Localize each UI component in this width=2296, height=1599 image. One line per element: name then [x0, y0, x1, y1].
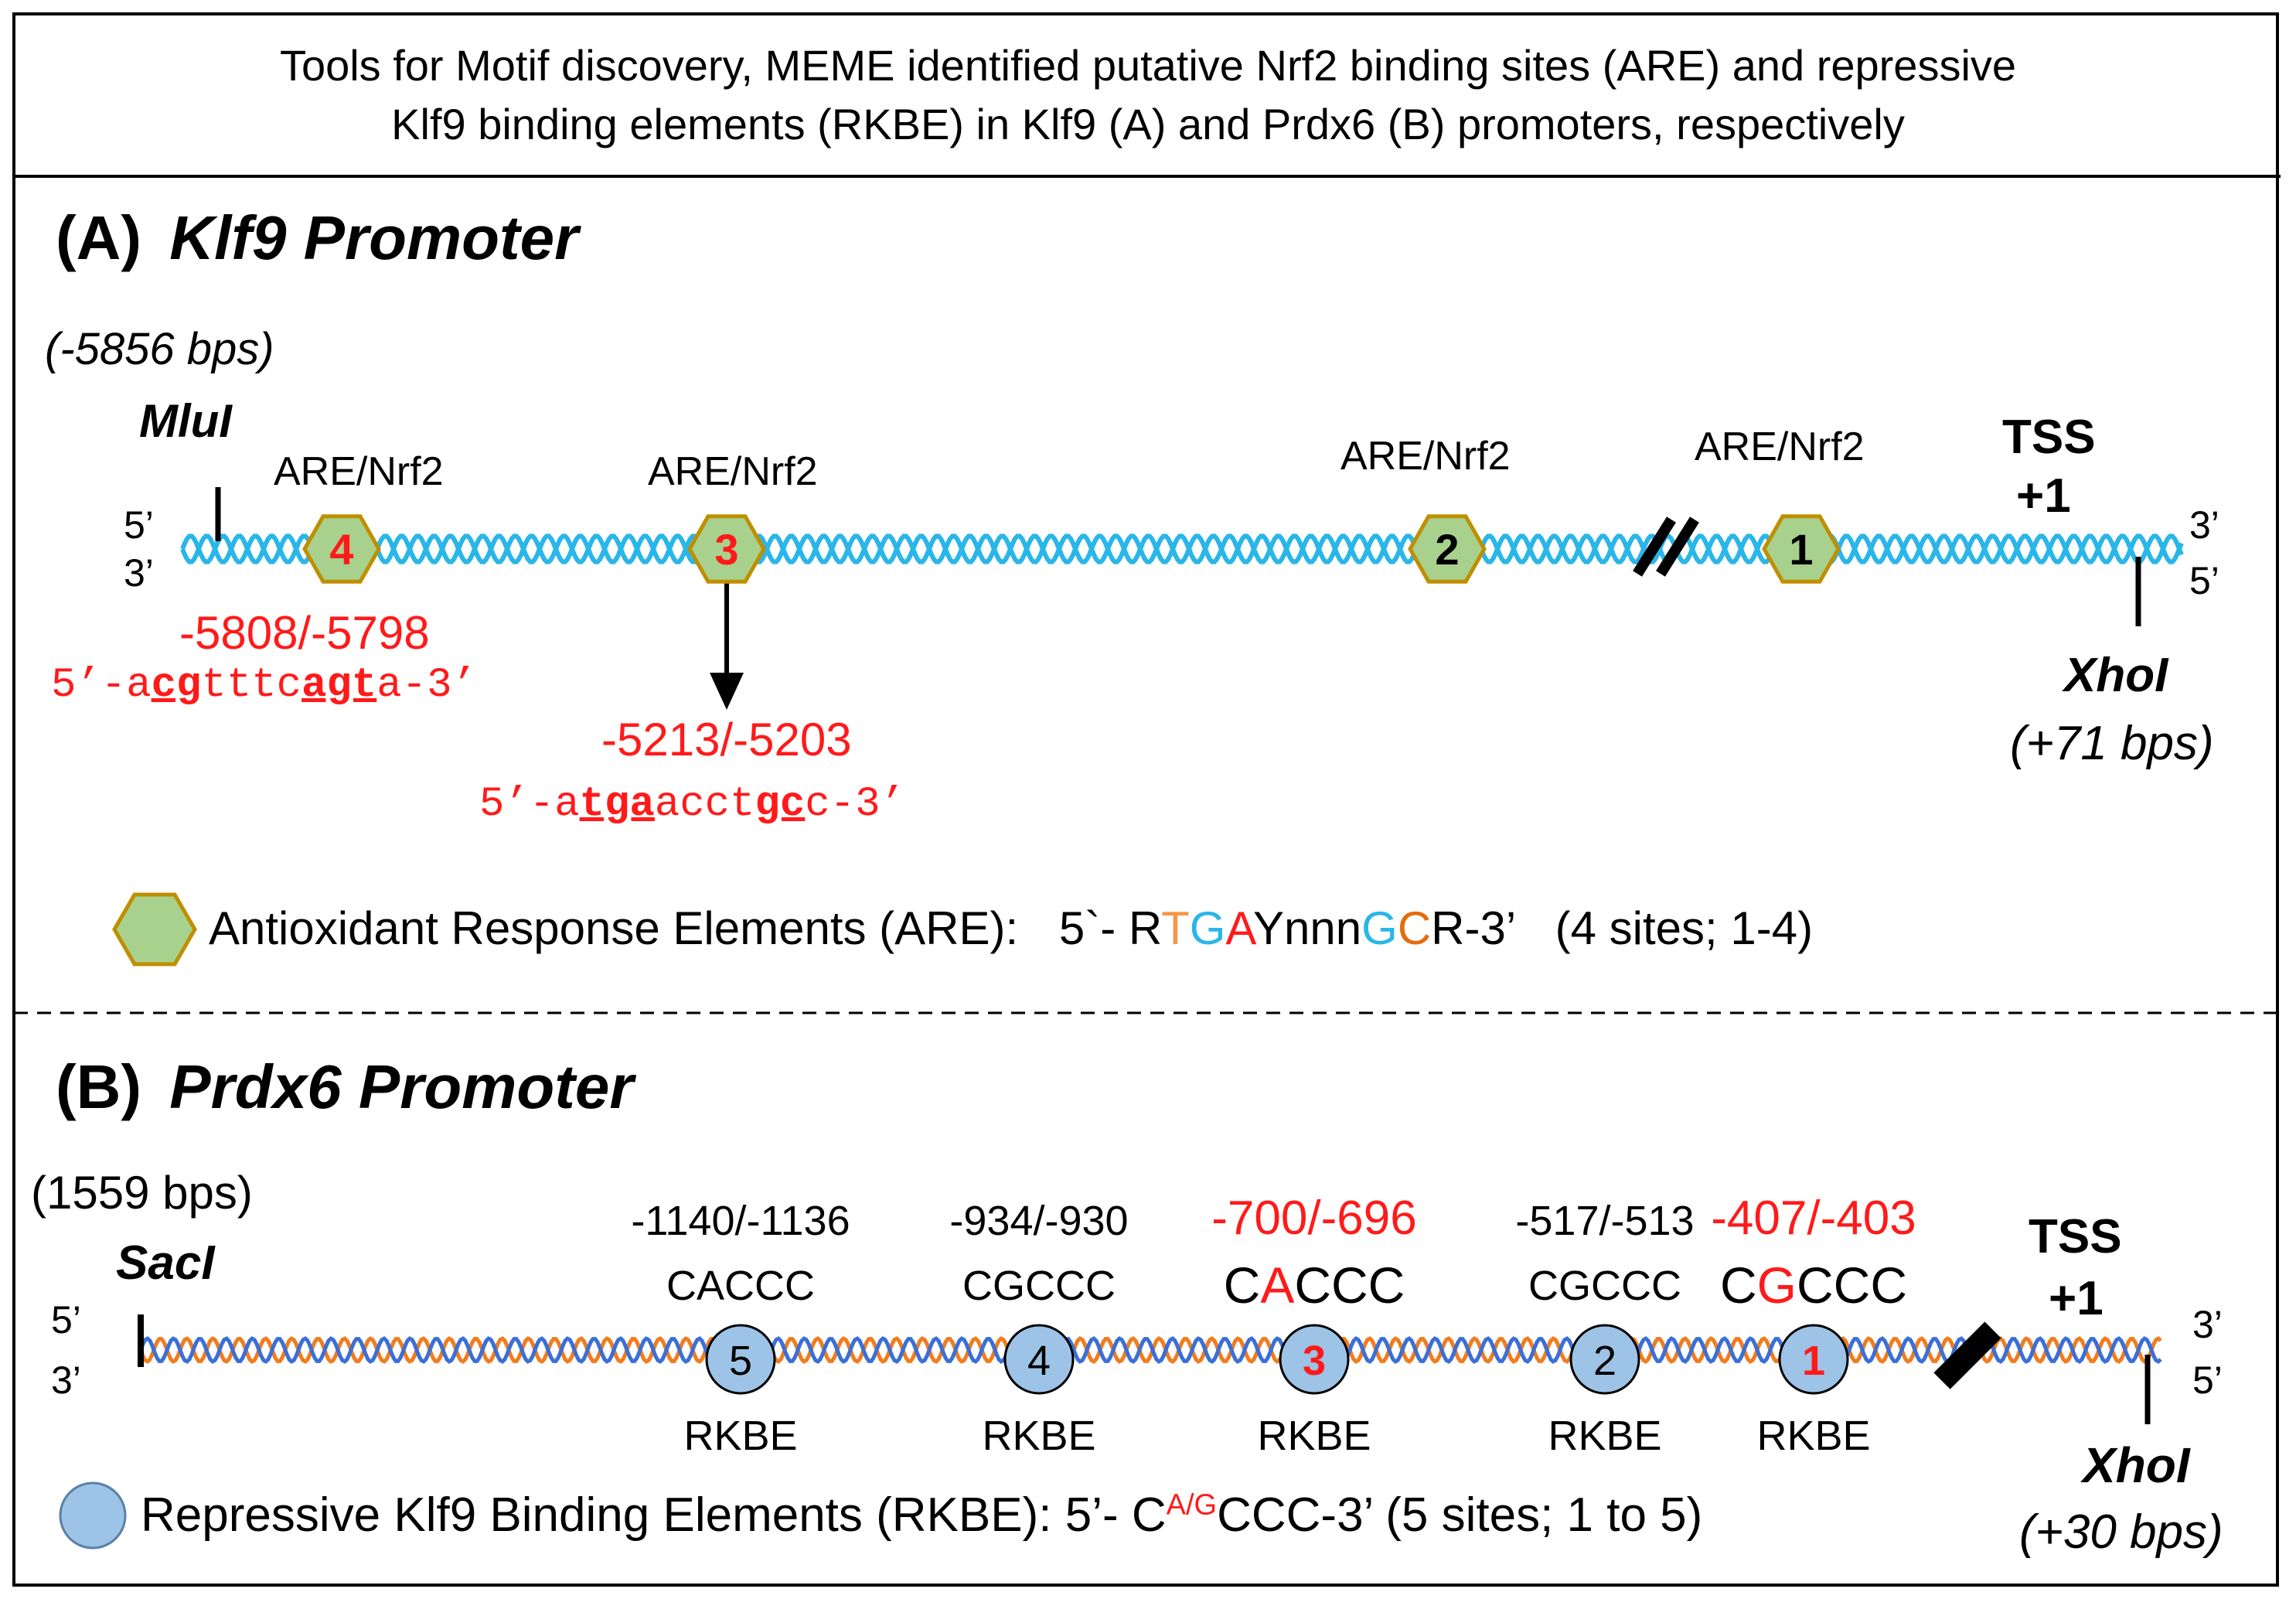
rkbe-site-3-sequence: CACCC	[1223, 1256, 1405, 1314]
are-legend-text: Antioxidant Response Elements (ARE):	[209, 902, 1019, 954]
panel-b-label: (B)	[56, 1052, 142, 1121]
are-site-2-hexagon	[1408, 514, 1487, 584]
rkbe-site-1-label: RKBE	[1756, 1413, 1871, 1459]
are-consensus: 5`- RTGAYnnnGCR-3’	[1058, 902, 1514, 954]
mlui-label: MluI	[139, 395, 232, 447]
rkbe-site-1-sequence: CGCCC	[1719, 1256, 1907, 1314]
are-site-4-hexagon	[302, 514, 381, 584]
header-line-1: Tools for Motif discovery, MEME identifi…	[279, 41, 2017, 90]
site4-position: -5808/-5798	[179, 607, 430, 659]
rkbe-site-4-label: RKBE	[982, 1413, 1096, 1459]
rkbe-site-2-label: RKBE	[1548, 1413, 1662, 1459]
strand-a-right-top: 3’	[2189, 503, 2219, 547]
rkbe-site-4-position: -934/-930	[949, 1198, 1129, 1244]
site-4-label: ARE/Nrf2	[274, 449, 444, 494]
strand-b-right-bottom: 5’	[2192, 1359, 2223, 1402]
klf9-dna-helix	[180, 534, 2184, 564]
strand-a-left-bottom: 3’	[124, 551, 154, 595]
prdx6-dna-helix	[138, 1336, 2162, 1364]
rkbe-site-2-circle	[1569, 1324, 1640, 1395]
saci-label: SacI	[116, 1236, 215, 1290]
site3-position: -5213/-5203	[601, 714, 852, 765]
are-count: (4 sites; 1-4)	[1555, 902, 1814, 954]
strand-a-right-bottom: 5’	[2189, 559, 2219, 602]
are-site-1-number: 1	[1789, 525, 1813, 574]
klf9-end-bps: (+71 bps)	[2010, 717, 2214, 770]
panel-a-title: Klf9 Promoter	[169, 203, 579, 272]
rkbe-site-4-sequence: CGCCC	[962, 1263, 1116, 1309]
rkbe-site-5-position: -1140/-1136	[631, 1198, 850, 1244]
rkbe-legend-sup: A/G	[1166, 1488, 1218, 1522]
klf9-start-bps: (-5856 bps)	[45, 324, 274, 374]
tss-position-b: +1	[2049, 1272, 2104, 1325]
rkbe-legend: Repressive Klf9 Binding Elements (RKBE):…	[141, 1488, 1702, 1543]
rkbe-site-1-position: -407/-403	[1711, 1192, 1916, 1245]
are-legend: Antioxidant Response Elements (ARE): 5`-…	[209, 902, 1813, 955]
rkbe-site-1-number: 1	[1802, 1338, 1825, 1384]
break-marker-b	[1933, 1321, 2001, 1389]
panel-b-title: Prdx6 Promoter	[169, 1052, 634, 1121]
prdx6-end-bps: (+30 bps)	[2019, 1505, 2223, 1559]
rkbe-legend-circle	[59, 1481, 127, 1550]
are-site-4-number: 4	[329, 525, 353, 574]
rkbe-site-3-number: 3	[1303, 1338, 1326, 1384]
tss-label-b: TSS	[2029, 1210, 2122, 1263]
rkbe-site-3-label: RKBE	[1257, 1413, 1371, 1459]
strand-b-left-top: 5’	[51, 1298, 81, 1342]
tss-position-a: +1	[2016, 469, 2071, 523]
rkbe-site-2-sequence: CGCCC	[1528, 1263, 1681, 1309]
rkbe-site-4-number: 4	[1027, 1338, 1051, 1384]
are-site-1-hexagon	[1762, 514, 1841, 584]
site3-arrow-head	[710, 673, 744, 710]
rkbe-legend-suffix: CCC-3’ (5 sites; 1 to 5)	[1217, 1488, 1703, 1542]
are-site-2-number: 2	[1435, 525, 1459, 574]
header-line-2: Klf9 binding elements (RKBE) in Klf9 (A)…	[391, 100, 1905, 148]
tss-label-a: TSS	[2002, 411, 2096, 464]
site3-sequence: 5’-atgaacctgcc-3’	[479, 781, 905, 828]
xhoi-label-a: XhoI	[2064, 649, 2168, 702]
are-sites: 4 3 2 1	[302, 514, 1841, 584]
strand-b-right-top: 3’	[2192, 1303, 2223, 1346]
site-2-label: ARE/Nrf2	[1340, 434, 1511, 479]
rkbe-site-3-position: -700/-696	[1211, 1192, 1417, 1245]
site-1-label: ARE/Nrf2	[1695, 424, 1865, 469]
panel-a-label: (A)	[56, 203, 142, 272]
panel-a-heading: (A) Klf9 Promoter	[56, 203, 578, 274]
rkbe-site-3-circle	[1279, 1324, 1350, 1395]
xhoi-label-b: XhoI	[2083, 1437, 2190, 1493]
rkbe-site-2-number: 2	[1593, 1338, 1616, 1384]
are-legend-hexagon	[112, 892, 197, 967]
prdx6-start-bps: (1559 bps)	[31, 1167, 253, 1219]
figure-frame	[12, 12, 2279, 1587]
rkbe-site-5-circle	[705, 1324, 776, 1395]
rkbe-site-4-circle	[1003, 1324, 1075, 1395]
panel-b-heading: (B) Prdx6 Promoter	[56, 1052, 634, 1123]
are-site-3-hexagon	[687, 514, 766, 584]
are-site-3-number: 3	[714, 525, 738, 574]
break-marker-a	[1633, 517, 1699, 577]
rkbe-site-5-number: 5	[729, 1338, 752, 1384]
rkbe-site-5-sequence: CACCC	[666, 1263, 816, 1309]
strand-a-left-top: 5’	[124, 503, 154, 547]
rkbe-site-1-circle	[1778, 1324, 1849, 1395]
site-3-label: ARE/Nrf2	[648, 449, 818, 494]
rkbe-sites: 5 4 3 2 1	[705, 1324, 1849, 1395]
rkbe-site-2-position: -517/-513	[1515, 1198, 1695, 1244]
rkbe-site-5-label: RKBE	[683, 1413, 798, 1459]
rkbe-legend-text: Repressive Klf9 Binding Elements (RKBE):…	[141, 1488, 1167, 1542]
site4-sequence: 5’-acgtttcagta-3’	[51, 662, 477, 709]
strand-b-left-bottom: 3’	[51, 1359, 81, 1402]
